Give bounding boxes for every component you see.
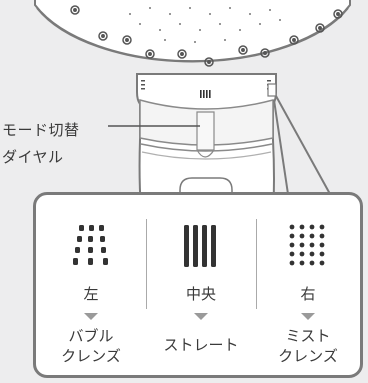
mode-left-name-line1: バブル [68, 327, 114, 345]
mode-left-position: 左 [83, 285, 99, 303]
shower-head [34, 0, 351, 63]
dial-marker [267, 83, 277, 97]
mode-right-name-line2: クレンズ [278, 347, 338, 365]
column-divider [146, 219, 147, 309]
bubble-spray-icon [73, 225, 108, 265]
mode-left-name-line2: クレンズ [61, 347, 121, 365]
straight-spray-icon [184, 225, 216, 267]
down-arrow-icon [194, 313, 208, 320]
mode-right-name: ミスト クレンズ [256, 326, 360, 366]
mode-left: 左 バブル クレンズ [36, 195, 146, 375]
spray-mode-panel: 左 バブル クレンズ 中央 ストレート [33, 192, 363, 378]
mode-center-name: ストレート [146, 335, 256, 355]
mode-center: 中央 ストレート [146, 195, 256, 375]
mode-left-name: バブル クレンズ [36, 326, 146, 366]
column-divider [256, 219, 257, 309]
down-arrow-icon [301, 313, 315, 320]
mode-center-name-line1: ストレート [163, 336, 239, 354]
nozzle-dots [129, 7, 281, 43]
callout-label-line2: ダイヤル [2, 148, 64, 166]
callout-label-line1: モード切替 [2, 121, 80, 139]
zoom-lines [273, 95, 331, 195]
mode-right-name-line1: ミスト [285, 327, 331, 345]
mode-right-position: 右 [300, 285, 316, 303]
mist-spray-icon [289, 224, 325, 266]
mode-center-position: 中央 [185, 285, 216, 303]
down-arrow-icon [84, 313, 98, 320]
mode-right: 右 ミスト クレンズ [256, 195, 360, 375]
nozzle-ring-icons [70, 5, 343, 67]
